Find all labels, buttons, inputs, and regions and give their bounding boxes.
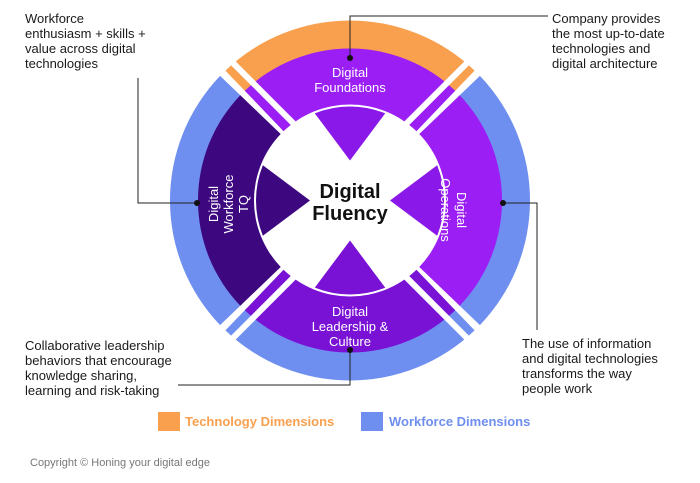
callout-line: Company provides [552,11,661,26]
connector-dot [194,200,200,206]
callout-line: enthusiasm + skills + [25,26,146,41]
leadership-label-line1: Digital [332,304,368,319]
workforce-ring-operations [458,75,531,326]
callout-line: technologies [25,56,98,71]
connector-dot [347,347,353,353]
workforce-label-line1: Digital [206,186,221,222]
callout-line: people work [522,381,593,396]
connector-dot [500,200,506,206]
connector-operations [503,202,538,330]
workforce-ring-leadership [225,308,475,381]
callout-leadership: Collaborative leadership behaviors that … [25,338,172,398]
connector-foundations [349,15,548,58]
foundations-label-line1: Digital [332,65,368,80]
callout-line: The use of information [522,336,652,351]
leadership-label-line3: Culture [329,334,371,349]
callout-line: and digital technologies [522,351,658,366]
center-label-line2: Fluency [312,203,388,225]
workforce-label-line2: Workforce [221,175,236,234]
segment-digital-foundations [244,48,456,132]
workforce-label-line3: TQ [236,195,251,213]
center-label-line1: Digital [319,181,380,203]
connector-leadership [178,350,351,386]
callout-line: the most up-to-date [552,26,665,41]
callout-line: knowledge sharing, [25,368,138,383]
legend-swatch-workforce [361,412,383,431]
segment-digital-operations [419,95,503,306]
center-wedge-right [390,165,445,236]
workforce-ring-workforce [169,75,242,326]
legend-swatch-technology [158,412,180,431]
callout-line: behaviors that encourage [25,353,172,368]
connector-dot [347,55,353,61]
callout-line: transforms the way [522,366,632,381]
leadership-label-line2: Leadership & [312,319,389,334]
legend-label-workforce: Workforce Dimensions [389,414,531,429]
legend-label-technology: Technology Dimensions [185,414,335,429]
segment-digital-leadership [244,269,456,353]
callout-workforce: Workforce enthusiasm + skills + value ac… [25,11,146,71]
technology-ring-foundations [225,20,475,93]
center-circle [256,106,444,295]
center-wedge-left [255,165,310,236]
callout-operations: The use of information and digital techn… [522,336,658,396]
foundations-label-line2: Foundations [314,80,386,95]
callout-line: technologies and [552,41,651,56]
callout-line: value across digital [25,41,136,56]
callout-line: digital architecture [552,56,658,71]
callout-line: Collaborative leadership [25,338,165,353]
callout-line: Workforce [25,11,84,26]
operations-label-line2: Operations [438,178,453,242]
operations-label-line1: Digital [454,192,469,228]
connector-workforce [137,78,197,204]
center-wedge-bottom [314,240,386,295]
callout-foundations: Company provides the most up-to-date tec… [552,11,665,71]
copyright-text: Copyright © Honing your digital edge [30,457,210,469]
center-wedge-top [314,106,386,161]
segment-digital-workforce [197,95,281,306]
callout-line: learning and risk-taking [25,383,160,398]
